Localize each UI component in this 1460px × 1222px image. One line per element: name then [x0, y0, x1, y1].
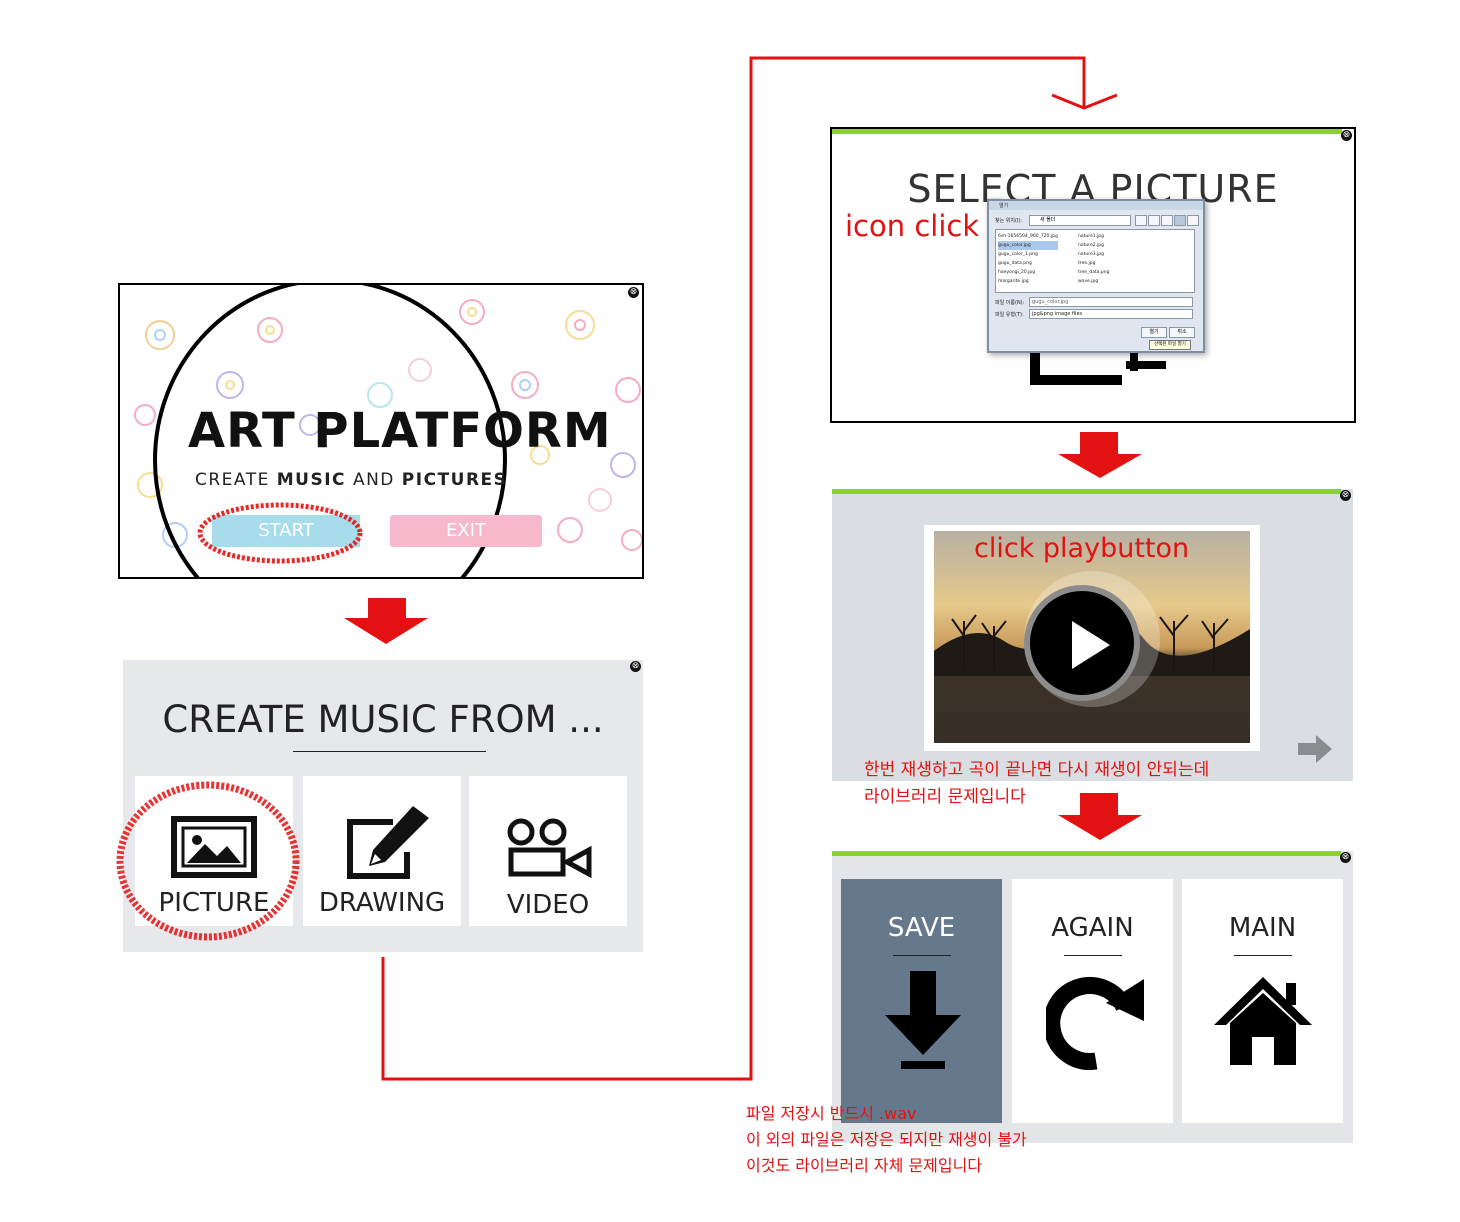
filename-input[interactable]: gugu_color.jpg — [1029, 297, 1193, 307]
look-in-select[interactable]: 새 폴더 — [1029, 215, 1131, 226]
file-column-1: 6sh-1656504_960_720.jpg gugu_color.jpg g… — [998, 232, 1094, 286]
icon-click-annotation: icon click — [845, 209, 980, 243]
create-screen-panel: ⊗ CREATE MUSIC FROM ... PICTURE DRAWING … — [116, 660, 643, 952]
open-button[interactable]: 열기 — [1141, 327, 1167, 338]
save-label: SAVE — [887, 913, 956, 943]
file-item[interactable]: nature3.jpg — [1078, 252, 1105, 257]
file-item[interactable]: wave.jpg — [1078, 279, 1099, 284]
subtitle-part-bold: PICTURES — [401, 470, 508, 490]
note-line: 이 외의 파일은 저장은 되지만 재생이 불가 — [746, 1130, 1027, 1149]
look-in-label: 찾는 위치(I): — [995, 218, 1023, 224]
note-line: 이것도 라이브러리 자체 문제입니다 — [746, 1156, 983, 1175]
title-underline — [293, 751, 486, 752]
file-item[interactable]: tree_data.png — [1078, 270, 1110, 275]
file-item[interactable]: margarite.jpg — [998, 279, 1029, 284]
redo-icon — [1046, 977, 1144, 1070]
picture-icon-partial[interactable] — [1030, 347, 1166, 387]
cancel-button[interactable]: 취소 — [1169, 327, 1195, 338]
app-subtitle: CREATE MUSIC AND PICTURES — [195, 470, 507, 490]
file-open-dialog: 열기 찾는 위치(I): 새 폴더 6sh-1656504_960_720.jp… — [987, 199, 1205, 353]
look-in-value: 새 폴더 — [1040, 217, 1056, 223]
file-list: 6sh-1656504_960_720.jpg gugu_color.jpg g… — [995, 229, 1195, 293]
download-icon — [885, 971, 961, 1069]
option-label: VIDEO — [506, 890, 590, 920]
close-icon[interactable]: ⊗ — [1341, 130, 1352, 141]
window-accent-bar — [832, 129, 1342, 134]
filetype-value: jpg&png image files — [1032, 311, 1083, 317]
select-screen-panel: ⊗ SELECT A PICTURE icon click 열기 찾는 위치(I… — [830, 127, 1356, 423]
option-label: PICTURE — [158, 888, 270, 918]
again-label: AGAIN — [1051, 913, 1134, 943]
file-column-2: nature1.jpg nature2.jpg nature3.jpg tree… — [1078, 232, 1158, 286]
file-item[interactable]: 6sh-1656504_960_720.jpg — [998, 234, 1058, 239]
close-icon[interactable]: ⊗ — [628, 287, 639, 298]
file-item[interactable]: gugu_data.png — [998, 261, 1032, 266]
down-arrow-2 — [1058, 432, 1142, 478]
result-screen-panel: ⊗ SAVE AGAIN MAIN — [832, 851, 1353, 1143]
filename-value: gugu_color.jpg — [1032, 299, 1069, 305]
close-icon[interactable]: ⊗ — [1340, 490, 1351, 501]
main-label: MAIN — [1228, 913, 1297, 943]
playback-issue-note: 한번 재생하고 곡이 끝나면 다시 재생이 안되는데 라이브러리 문제입니다 — [864, 757, 1209, 811]
dialog-title: 열기 — [999, 203, 1009, 209]
playbutton-annotation: click playbutton — [974, 533, 1190, 564]
label-underline — [1234, 955, 1292, 956]
photo-frame: click playbutton — [924, 525, 1260, 751]
picture-icon — [171, 816, 257, 878]
file-item[interactable]: haeyongi_20.jpg — [998, 270, 1036, 275]
label-underline — [1064, 955, 1122, 956]
exit-button[interactable]: EXIT — [390, 515, 542, 547]
option-label: DRAWING — [318, 888, 446, 918]
flow-line-create-to-select — [381, 56, 1086, 1081]
play-button[interactable] — [1024, 585, 1140, 701]
option-drawing[interactable]: DRAWING — [303, 776, 461, 926]
file-item[interactable]: nature1.jpg — [1078, 234, 1105, 239]
start-button[interactable]: START — [212, 515, 360, 547]
file-item[interactable]: nature2.jpg — [1078, 243, 1105, 248]
filetype-select[interactable]: jpg&png image files — [1029, 309, 1193, 319]
close-icon[interactable]: ⊗ — [1340, 852, 1351, 863]
close-icon[interactable]: ⊗ — [630, 661, 641, 672]
highlight-ring-picture — [116, 781, 300, 941]
drawing-icon — [347, 806, 429, 879]
again-button[interactable]: AGAIN — [1012, 879, 1173, 1123]
play-screen-panel: ⊗ — [832, 489, 1353, 781]
option-video[interactable]: VIDEO — [469, 776, 627, 926]
highlight-ring-start — [197, 502, 363, 564]
filetype-label: 파일 유형(T): — [995, 312, 1024, 318]
dialog-titlebar: 열기 — [989, 201, 1203, 210]
dialog-toolbar-icons[interactable] — [1135, 215, 1199, 226]
flow-line-arrowhead — [1051, 93, 1118, 110]
home-icon — [1214, 977, 1312, 1065]
flower-doodles-background — [134, 285, 642, 577]
save-button[interactable]: SAVE — [841, 879, 1002, 1123]
play-icon — [1072, 621, 1110, 669]
app-title: ART PLATFORM — [188, 403, 612, 459]
subtitle-part-bold: MUSIC — [276, 470, 347, 490]
main-screen-panel: ⊗ ART PLATFORM CREATE MUSIC AND PICTURES… — [118, 283, 644, 579]
note-line: 파일 저장시 반드시 .wav — [746, 1104, 917, 1123]
main-button[interactable]: MAIN — [1182, 879, 1343, 1123]
note-line: 한번 재생하고 곡이 끝나면 다시 재생이 안되는데 — [864, 760, 1210, 780]
video-icon — [507, 818, 592, 879]
next-arrow-icon[interactable] — [1296, 733, 1334, 765]
file-item[interactable]: gugu_color_1.png — [998, 252, 1038, 257]
down-arrow-3 — [1058, 793, 1142, 840]
window-accent-bar — [832, 489, 1341, 494]
file-item-selected[interactable]: gugu_color.jpg — [998, 241, 1058, 250]
create-title: CREATE MUSIC FROM ... — [162, 698, 604, 741]
file-item[interactable]: tree.jpg — [1078, 261, 1096, 266]
save-format-note: 파일 저장시 반드시 .wav 이 외의 파일은 저장은 되지만 재생이 불가 … — [746, 1101, 1027, 1179]
open-button-tooltip: 선택된 파일 열기 — [1149, 340, 1191, 350]
note-line: 라이브러리 문제입니다 — [864, 787, 1026, 807]
down-arrow-1 — [344, 598, 428, 644]
label-underline — [893, 955, 951, 956]
subtitle-part: CREATE — [195, 470, 277, 490]
window-accent-bar — [832, 851, 1341, 856]
filename-label: 파일 이름(N): — [995, 300, 1025, 306]
subtitle-part: AND — [346, 470, 402, 490]
